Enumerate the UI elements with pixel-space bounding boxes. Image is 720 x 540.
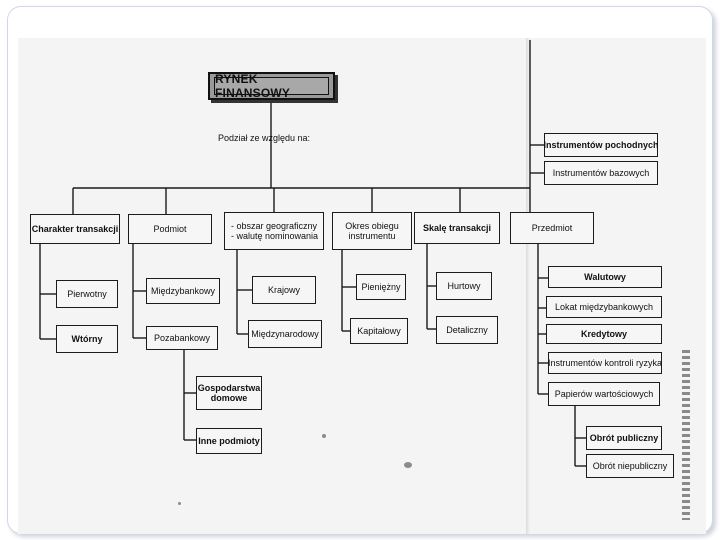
node-lokat-miedzybankowych: Lokat międzybankowych [546,296,662,318]
scan-speck [178,502,181,505]
scan-speck [404,462,412,468]
node-hurtowy: Hurtowy [436,272,492,300]
node-krajowy: Krajowy [252,276,316,304]
scan-fold [526,38,530,534]
node-instrumentow-kontroli-ryzyka: Instrumentów kontroli ryzyka [548,352,662,374]
node-obrot-niepubliczny: Obrót niepubliczny [586,454,674,478]
binding-artifact [682,350,690,520]
category-przedmiot: Przedmiot [510,212,594,244]
node-pieniezny: Pieniężny [356,274,406,300]
node-gospodarstwa-domowe: Gospodarstwa domowe [196,376,262,410]
node-miedzynarodowy: Międzynarodowy [248,320,322,348]
node-papierow-wartosciowych: Papierów wartościowych [548,382,660,406]
category-charakter-transakcji: Charakter transakcji [30,214,120,244]
category-obszar-line: - obszar geograficzny [231,221,318,231]
node-detaliczny: Detaliczny [436,316,498,344]
scan-speck [322,434,326,438]
node-kapitalowy: Kapitałowy [350,318,408,344]
node-obrot-publiczny: Obrót publiczny [586,426,662,450]
node-inne-podmioty: Inne podmioty [196,428,262,454]
node-instrumentow-bazowych: Instrumentów bazowych [544,161,658,185]
node-pierwotny: Pierwotny [56,280,118,308]
node-walutowy: Walutowy [548,266,662,288]
node-instrumentow-pochodnych: Instrumentów pochodnych [544,133,659,157]
root-label: RYNEK FINANSOWY [214,72,329,100]
node-pozabankowy: Pozabankowy [146,326,218,350]
division-caption: Podział ze względu na: [218,133,311,143]
category-skale-transakcji: Skalę transakcji [414,212,500,244]
category-podmiot: Podmiot [128,214,212,244]
category-okres-obiegu: Okres obiegu instrumentu [332,212,412,250]
node-miedzybankowy: Międzybankowy [146,278,220,304]
category-obszar-waluta: - obszar geograficzny - walutę nominowan… [224,212,324,250]
node-kredytowy: Kredytowy [546,324,662,344]
root-node: RYNEK FINANSOWY [208,72,335,100]
category-waluta-line: - walutę nominowania [231,231,319,241]
node-wtorny: Wtórny [56,325,118,353]
